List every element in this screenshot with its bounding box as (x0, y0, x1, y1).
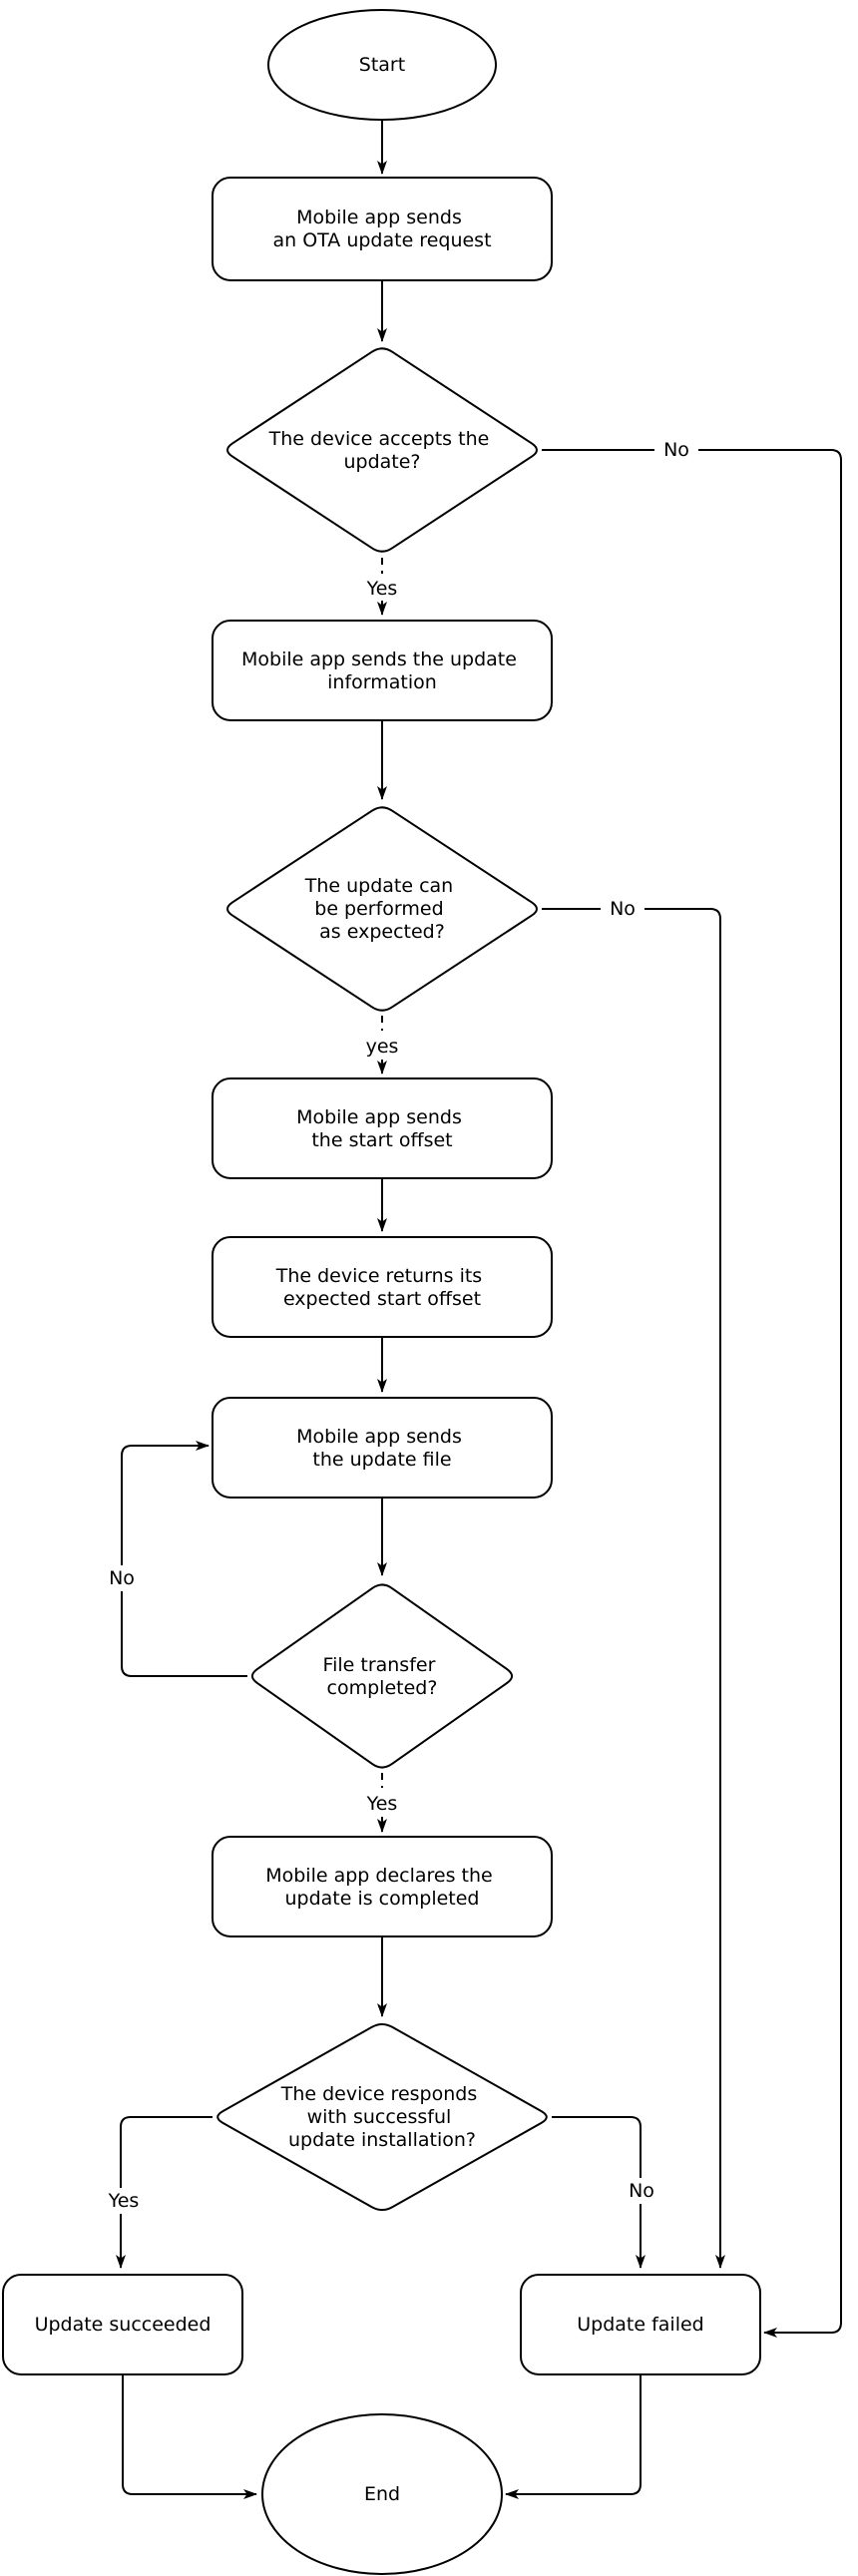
transfer-done-label: File transfer completed? (323, 1654, 442, 1699)
edge-responds-no (552, 2116, 645, 2269)
can-perform-label: The update can be performed as expected? (304, 875, 460, 943)
node-can-perform: The update can be performed as expected? (226, 806, 538, 1012)
perform-no-label-bg (601, 896, 644, 922)
responds-yes-label: Yes (108, 2190, 140, 2212)
end-label: End (364, 2483, 400, 2505)
node-send-request: Mobile app sends an OTA update request (212, 177, 553, 281)
update-failed-shape (520, 2274, 761, 2375)
responds-no-label: No (629, 2180, 654, 2202)
start-label: Start (359, 54, 405, 76)
responds-ok-diamond (216, 2022, 548, 2212)
edge-failed-to-end (505, 2374, 642, 2499)
accepts-no-label-bg (654, 437, 698, 463)
send-info-shape (212, 620, 553, 721)
node-start: Start (267, 9, 497, 121)
update-succeeded-shape (2, 2274, 243, 2375)
send-request-shape (212, 177, 553, 281)
node-declare-done: Mobile app declares the update is comple… (212, 1836, 553, 1937)
perform-yes-label: yes (366, 1036, 399, 1058)
send-offset-shape (212, 1077, 553, 1179)
update-failed-label: Update failed (577, 2314, 704, 2336)
node-returns-offset: The device returns its expected start of… (212, 1236, 553, 1338)
send-offset-label: Mobile app sends the start offset (296, 1106, 468, 1151)
transfer-no-label: No (109, 1567, 135, 1589)
node-responds-ok: The device responds with successful upda… (216, 2022, 548, 2212)
transfer-yes-label-bg (358, 1792, 406, 1816)
send-file-label: Mobile app sends the update file (296, 1426, 468, 1471)
edge-succeeded-to-end (122, 2374, 257, 2499)
transfer-no-label-bg (100, 1565, 144, 1591)
node-end: End (261, 2413, 503, 2575)
returns-offset-label: The device returns its expected start of… (275, 1265, 489, 1310)
device-accepts-diamond (226, 347, 538, 553)
accepts-no-label: No (663, 439, 689, 461)
node-send-file: Mobile app sends the update file (212, 1397, 553, 1499)
update-succeeded-label: Update succeeded (35, 2314, 212, 2336)
nodes: Start Mobile app sends an OTA update req… (2, 9, 761, 2575)
edge-perform-no (542, 908, 725, 2269)
perform-yes-label-bg (360, 1036, 404, 1060)
transfer-done-diamond (250, 1583, 514, 1769)
send-info-label: Mobile app sends the update information (241, 648, 523, 693)
declare-done-shape (212, 1836, 553, 1937)
node-update-succeeded: Update succeeded (2, 2274, 243, 2375)
edges (116, 121, 842, 2499)
node-device-accepts: The device accepts the update? (226, 347, 538, 553)
can-perform-diamond (226, 806, 538, 1012)
accepts-yes-label: Yes (366, 578, 398, 600)
edge-responds-yes (116, 2116, 213, 2269)
transfer-yes-label: Yes (366, 1793, 398, 1815)
send-request-label: Mobile app sends an OTA update request (272, 207, 491, 251)
start-terminator-shape (267, 9, 497, 121)
perform-no-label: No (610, 898, 636, 920)
node-send-offset: Mobile app sends the start offset (212, 1077, 553, 1179)
responds-no-label-bg (620, 2178, 663, 2204)
responds-ok-label: The device responds with successful upda… (280, 2083, 484, 2151)
node-send-info: Mobile app sends the update information (212, 620, 553, 721)
edge-accepts-no (542, 449, 842, 2338)
edge-transfer-no (121, 1441, 247, 1677)
declare-done-label: Mobile app declares the update is comple… (265, 1865, 499, 1910)
responds-yes-label-bg (100, 2188, 148, 2214)
send-file-shape (212, 1397, 553, 1499)
returns-offset-shape (212, 1236, 553, 1338)
accepts-yes-label-bg (358, 577, 406, 601)
node-update-failed: Update failed (520, 2274, 761, 2375)
edge-labels: No Yes No yes No Yes Yes No (100, 437, 698, 2214)
device-accepts-label: The device accepts the update? (268, 428, 496, 473)
end-terminator-shape (261, 2413, 503, 2575)
node-transfer-done: File transfer completed? (250, 1583, 514, 1769)
